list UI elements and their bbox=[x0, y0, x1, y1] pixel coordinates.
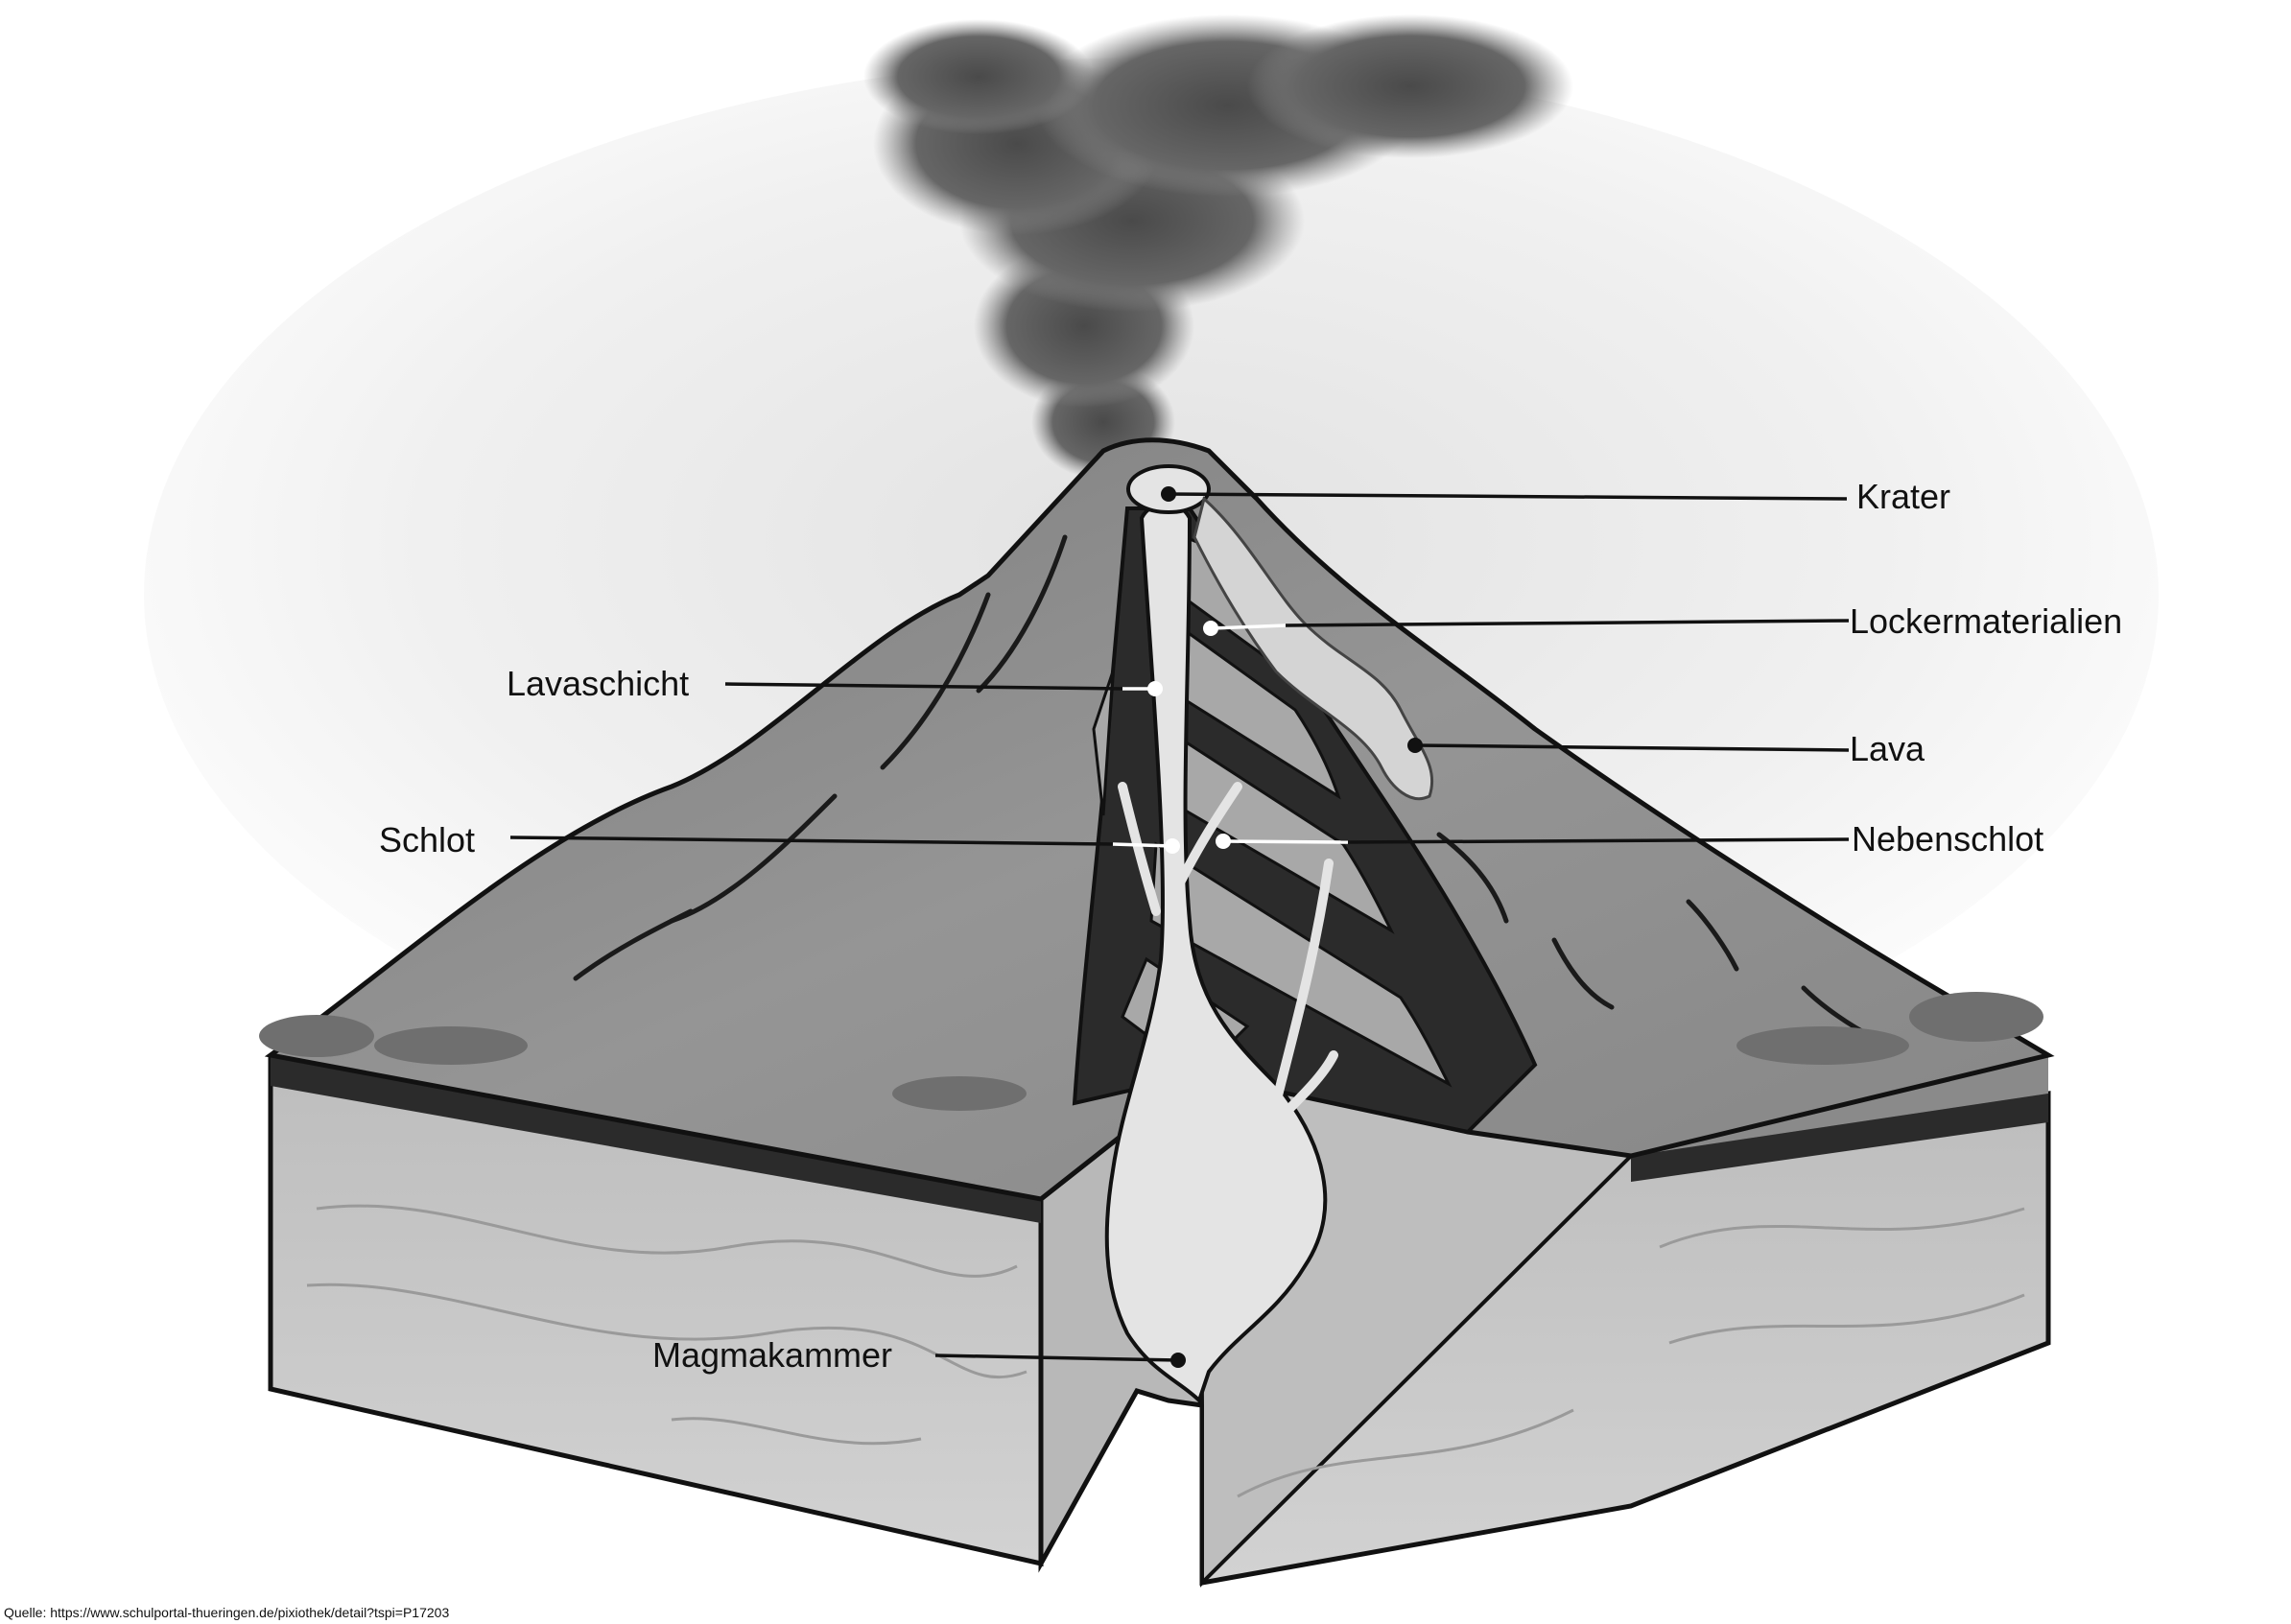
soil-layer-right bbox=[1631, 1094, 2048, 1182]
label-lavaschicht: Lavaschicht bbox=[507, 664, 689, 703]
lava-flow bbox=[1193, 496, 1434, 801]
label-magmakammer: Magmakammer bbox=[652, 1335, 892, 1375]
leader-schlot bbox=[509, 836, 1180, 854]
leader-lava bbox=[1407, 738, 1850, 753]
smoke-plume bbox=[863, 14, 1573, 480]
soil-layer-left bbox=[271, 1057, 1041, 1223]
label-schlot: Schlot bbox=[379, 820, 475, 859]
leader-krater bbox=[1161, 486, 1848, 502]
leader-magmakammer bbox=[934, 1353, 1186, 1368]
grass bbox=[259, 992, 2043, 1111]
rock-texture bbox=[306, 1204, 2025, 1498]
label-nebenschlot: Nebenschlot bbox=[1852, 819, 2043, 859]
main-vent bbox=[1104, 502, 1328, 1404]
cone-cracks bbox=[573, 534, 1874, 1039]
leader-lavaschicht bbox=[724, 681, 1163, 696]
leader-lockermaterialien bbox=[1203, 619, 1850, 636]
label-lava: Lava bbox=[1850, 729, 1925, 768]
leader-nebenschlot bbox=[1216, 834, 1850, 849]
source-credit: Quelle: https://www.schulportal-thuering… bbox=[4, 1605, 449, 1620]
label-krater: Krater bbox=[1856, 477, 1950, 516]
label-lockermaterialien: Lockermaterialien bbox=[1850, 601, 2122, 641]
